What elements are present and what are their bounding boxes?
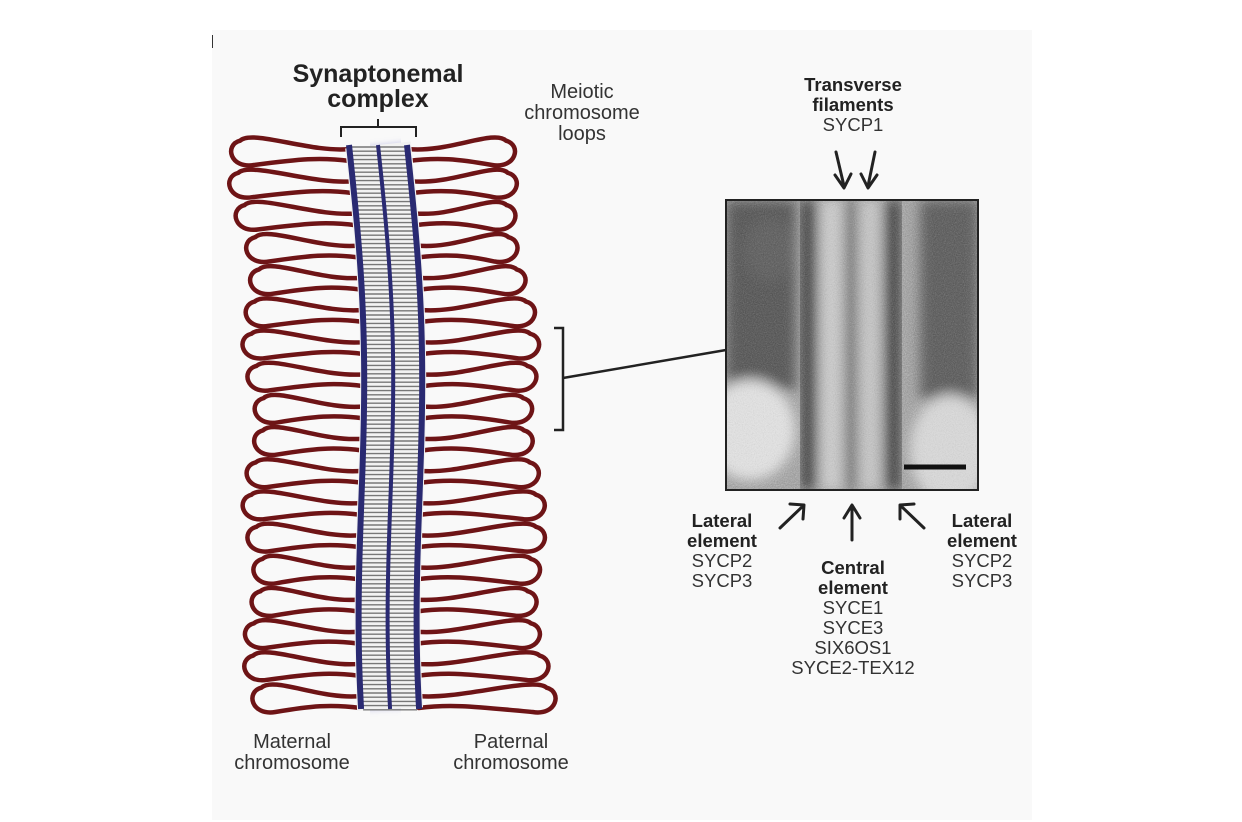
- lateral-element-right: [404, 144, 426, 710]
- lateral-left-title-line1: Lateral: [691, 510, 753, 531]
- maternal-line1: Maternal: [253, 731, 331, 753]
- maternal-chromosome-label: Maternal chromosome: [212, 732, 372, 774]
- paternal-loop: [417, 456, 541, 490]
- central-protein: SYCE1: [822, 597, 884, 618]
- loops-label-line1: Meiotic: [550, 81, 614, 103]
- paternal-loop: [416, 682, 558, 715]
- paternal-loop: [405, 135, 518, 168]
- complex-title-line2: complex: [327, 85, 429, 113]
- maternal-loop: [245, 521, 363, 554]
- corner-tick-mark: [212, 35, 213, 48]
- paternal-loop: [409, 167, 519, 200]
- maternal-loop: [252, 424, 366, 458]
- maternal-loop: [227, 167, 356, 200]
- maternal-line2: chromosome: [234, 752, 350, 774]
- maternal-loop: [251, 553, 362, 586]
- paternal-loop: [412, 199, 518, 232]
- maternal-loop: [228, 135, 353, 168]
- lateral-right-title-line2: element: [947, 530, 1017, 551]
- paternal-loop: [416, 489, 547, 522]
- maternal-loop: [247, 263, 364, 297]
- maternal-chromosome-loops: [227, 135, 367, 715]
- maternal-loop: [243, 296, 366, 329]
- central-protein: SIX6OS1: [814, 637, 892, 658]
- zoom-connector-line: [562, 348, 727, 380]
- paternal-loop: [414, 231, 520, 265]
- complex-bracket: [340, 119, 417, 137]
- paternal-loop: [417, 263, 528, 297]
- loops-label-line3: loops: [558, 123, 606, 145]
- central-protein: SYCE3: [822, 617, 884, 638]
- maternal-loop: [244, 231, 362, 265]
- maternal-loop: [240, 489, 364, 522]
- transverse-title-line2: filaments: [812, 94, 894, 115]
- lateral-left-protein: SYCP3: [691, 570, 753, 591]
- paternal-loop: [414, 585, 539, 619]
- maternal-loop: [242, 650, 362, 683]
- maternal-loop: [245, 360, 367, 393]
- em-micrograph: [726, 200, 978, 490]
- synaptonemal-complex-ladder: [345, 141, 427, 711]
- central-element-label: Central element SYCE1 SYCE3 SIX6OS1 SYCE…: [768, 558, 938, 678]
- paternal-loop: [419, 392, 535, 426]
- maternal-loop: [252, 392, 367, 426]
- central-title-line1: Central: [821, 557, 885, 578]
- arrow-icon: [842, 503, 862, 542]
- loops-label: Meiotic chromosome loops: [507, 82, 657, 145]
- maternal-loop: [242, 617, 361, 651]
- paternal-loop: [414, 617, 543, 651]
- transverse-label: Transverse filaments SYCP1: [778, 75, 928, 135]
- paternal-loop: [418, 296, 538, 329]
- paternal-chromosome-label: Paternal chromosome: [431, 732, 591, 774]
- lateral-left-title-line2: element: [687, 530, 757, 551]
- central-protein: SYCE2-TEX12: [791, 657, 915, 678]
- zoom-bracket: [554, 326, 565, 432]
- paternal-loop: [415, 650, 551, 683]
- paternal-loop: [419, 328, 542, 361]
- transverse-protein: SYCP1: [822, 114, 884, 135]
- arrow-icon: [833, 150, 853, 190]
- maternal-loop: [249, 585, 361, 619]
- lateral-element-right-label: Lateral element SYCP2 SYCP3: [926, 511, 1038, 591]
- complex-title: Synaptonemal complex: [268, 62, 488, 112]
- em-frame: [725, 199, 979, 491]
- lateral-right-title-line1: Lateral: [951, 510, 1013, 531]
- paternal-loop: [414, 553, 543, 586]
- arrow-icon: [859, 150, 879, 190]
- arrow-icon: [778, 502, 806, 530]
- central-element: [376, 144, 396, 710]
- paternal-loop: [415, 521, 548, 554]
- maternal-loop: [250, 682, 363, 715]
- paternal-loop: [419, 360, 539, 393]
- paternal-line2: chromosome: [453, 752, 569, 774]
- paternal-chromosome-loops: [405, 135, 558, 715]
- maternal-loop: [240, 328, 367, 361]
- lateral-element-left: [346, 144, 368, 710]
- lateral-left-protein: SYCP2: [691, 550, 753, 571]
- arrow-icon: [898, 502, 926, 530]
- complex-title-line1: Synaptonemal: [292, 60, 464, 88]
- central-title-line2: element: [818, 577, 888, 598]
- loops-label-line2: chromosome: [524, 102, 640, 124]
- lateral-right-protein: SYCP2: [951, 550, 1013, 571]
- paternal-loop: [418, 424, 535, 458]
- lateral-element-left-label: Lateral element SYCP2 SYCP3: [666, 511, 778, 591]
- paternal-line1: Paternal: [473, 731, 549, 753]
- maternal-loop: [233, 199, 359, 232]
- transverse-title-line1: Transverse: [804, 74, 902, 95]
- lateral-right-protein: SYCP3: [951, 570, 1013, 591]
- maternal-loop: [244, 456, 365, 490]
